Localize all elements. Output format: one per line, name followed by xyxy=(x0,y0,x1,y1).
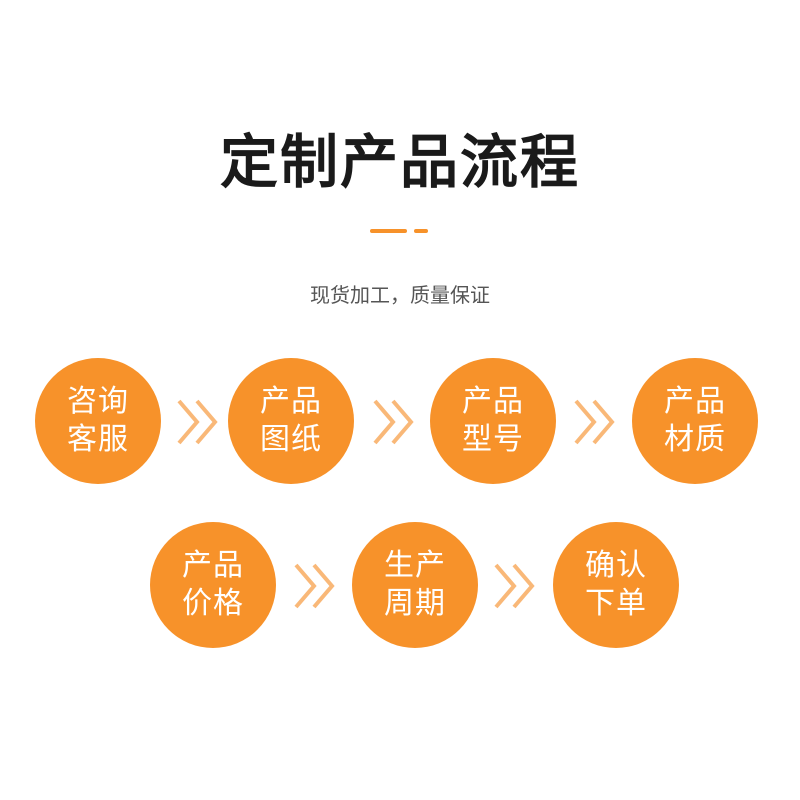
step-label-line1: 产品 xyxy=(182,548,244,583)
title-divider-long xyxy=(370,229,407,233)
step-label-line2: 图纸 xyxy=(260,422,322,457)
step-confirm-order: 确认 下单 xyxy=(553,522,679,648)
double-chevron-right-icon xyxy=(372,397,418,447)
step-label-line2: 型号 xyxy=(462,422,524,457)
double-chevron-right-icon xyxy=(493,561,539,611)
step-label-line1: 产品 xyxy=(664,384,726,419)
step-product-drawing: 产品 图纸 xyxy=(228,358,354,484)
step-label-line2: 客服 xyxy=(67,422,129,457)
double-chevron-right-icon xyxy=(176,397,222,447)
step-label-line2: 材质 xyxy=(664,422,726,457)
step-consult-service: 咨询 客服 xyxy=(35,358,161,484)
step-label-line1: 生产 xyxy=(384,548,446,583)
step-label-line1: 确认 xyxy=(585,548,647,583)
step-production-cycle: 生产 周期 xyxy=(352,522,478,648)
step-label-line1: 咨询 xyxy=(67,384,129,419)
step-label-line2: 价格 xyxy=(182,586,244,621)
step-product-price: 产品 价格 xyxy=(150,522,276,648)
title-divider-short xyxy=(414,229,428,233)
page-subtitle: 现货加工，质量保证 xyxy=(310,283,490,307)
step-product-material: 产品 材质 xyxy=(632,358,758,484)
step-product-model: 产品 型号 xyxy=(430,358,556,484)
page-title: 定制产品流程 xyxy=(219,128,580,196)
step-label-line2: 下单 xyxy=(585,586,647,621)
step-label-line1: 产品 xyxy=(462,384,524,419)
double-chevron-right-icon xyxy=(293,561,339,611)
step-label-line2: 周期 xyxy=(384,586,446,621)
double-chevron-right-icon xyxy=(573,397,619,447)
step-label-line1: 产品 xyxy=(260,384,322,419)
